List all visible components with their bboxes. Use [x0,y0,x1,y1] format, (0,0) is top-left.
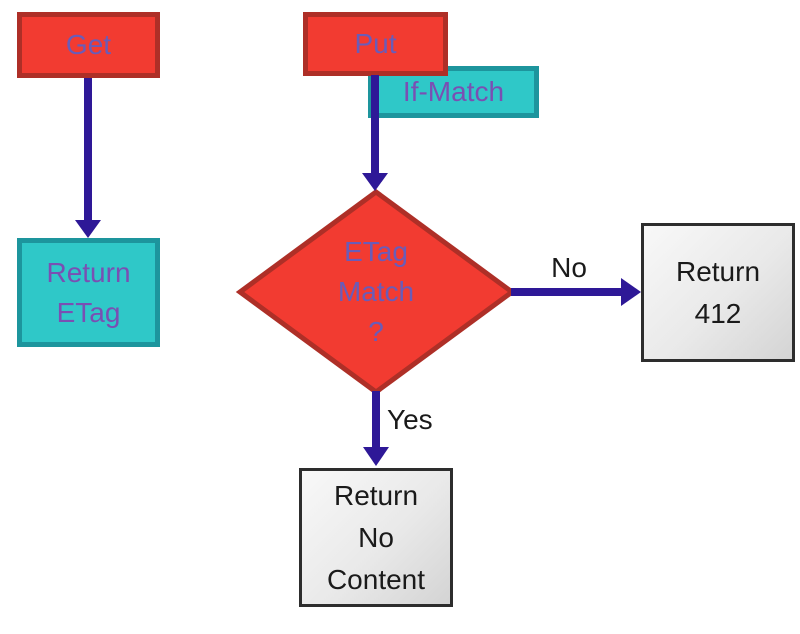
node-return-412-line2: 412 [694,297,742,329]
edge-label-yes: Yes [387,404,433,435]
node-return-no-content-line1: Return [333,479,419,511]
arrow-put-to-decision-head [362,173,388,191]
decision-line3: ? [368,316,384,347]
arrow-decision-to-return-412-head [621,278,641,306]
node-return-no-content-line3: Content [326,563,426,595]
node-return-etag-line2: ETag [56,296,121,328]
decision-line1: ETag [344,236,408,267]
node-put: Put [303,12,448,76]
decision-line2: Match [337,276,415,307]
arrow-get-to-return-etag-head [75,220,101,238]
node-get: Get [17,12,160,78]
node-return-etag: Return ETag [17,238,160,347]
node-if-match-label: If-Match [402,76,505,107]
edge-label-no: No [551,252,587,283]
node-return-no-content-line2: No [358,521,394,553]
arrow-decision-to-return-no-content-head [363,447,389,466]
node-if-match: If-Match [368,66,539,118]
node-return-etag-line1: Return [46,256,131,288]
node-etag-match-decision: ETag Match ? [276,231,476,353]
node-put-label: Put [354,28,397,59]
arrow-get-to-return-etag [75,78,101,238]
node-return-412: Return 412 [641,223,795,362]
node-return-412-line1: Return [675,255,761,287]
arrow-decision-to-return-no-content [363,391,389,466]
node-get-label: Get [65,29,112,60]
node-return-no-content: Return No Content [299,468,453,607]
